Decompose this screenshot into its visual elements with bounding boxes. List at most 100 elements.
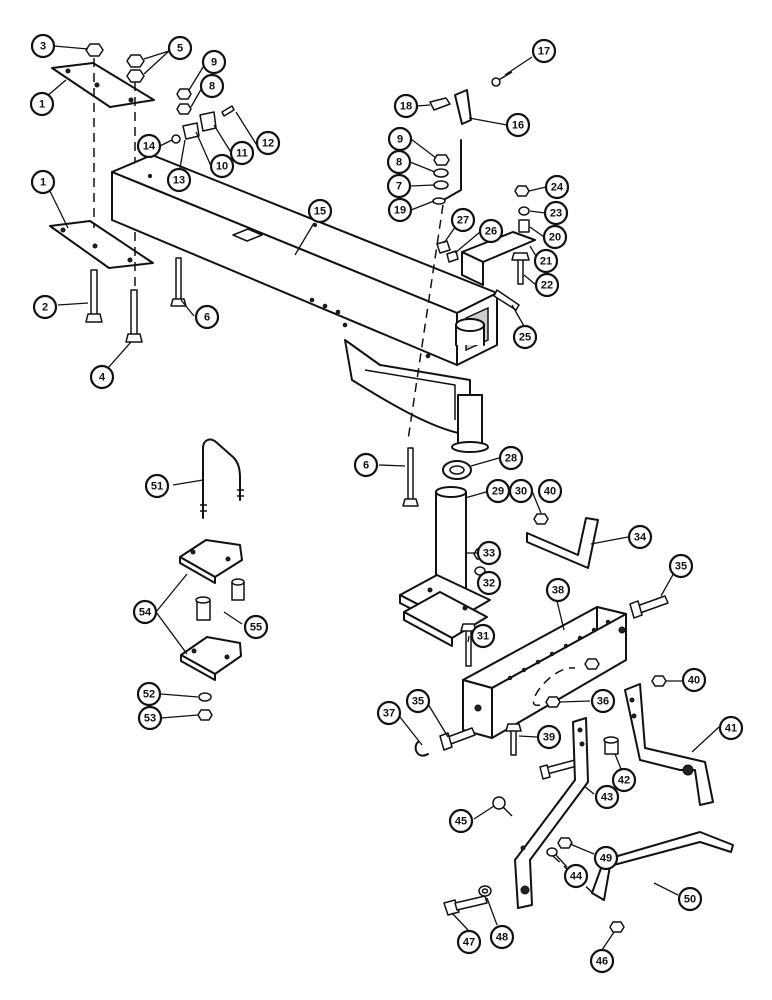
- main-beam-15: [111, 154, 498, 453]
- callout-circle: [508, 478, 534, 504]
- post-29-30: [399, 486, 491, 647]
- callout-label: 26: [485, 226, 497, 238]
- callout-circle: [353, 452, 379, 478]
- callout-circle: [718, 715, 744, 741]
- callout-label: 9: [397, 134, 403, 146]
- pin-35-lower: [439, 727, 476, 751]
- callout-label: 28: [505, 453, 517, 465]
- plate-54-upper: [179, 539, 243, 584]
- callout-8: 8: [199, 73, 225, 99]
- callout-54: 54: [132, 599, 158, 625]
- callout-circle: [199, 73, 225, 99]
- callout-circle: [386, 149, 412, 175]
- callout-34: 34: [627, 524, 653, 550]
- bracket-group: [436, 185, 536, 311]
- callout-circle: [376, 700, 402, 726]
- callout-10: 10: [209, 153, 235, 179]
- callout-label: 20: [549, 232, 561, 244]
- callout-label: 3: [40, 41, 46, 53]
- callout-15: 15: [307, 198, 333, 224]
- callout-circle: [387, 197, 413, 223]
- nuts-44-49: [546, 837, 596, 896]
- nut-40a: [533, 513, 549, 525]
- callout-label: 41: [725, 723, 737, 735]
- callout-28: 28: [498, 445, 524, 471]
- callout-circle: [627, 524, 653, 550]
- u-bolt-51: [200, 438, 244, 519]
- callout-circle: [456, 929, 482, 955]
- callout-label: 39: [543, 732, 555, 744]
- clip-37: [414, 741, 429, 757]
- callout-label: 7: [396, 181, 402, 193]
- callout-circle: [29, 91, 55, 117]
- callout-41: 41: [718, 715, 744, 741]
- callout-label: 52: [143, 689, 155, 701]
- callout-44: 44: [563, 863, 589, 889]
- callout-40: 40: [681, 667, 707, 693]
- callout-circle: [668, 553, 694, 579]
- callout-label: 35: [675, 561, 687, 573]
- callout-circle: [132, 599, 158, 625]
- callout-label: 4: [99, 372, 106, 384]
- callout-label: 1: [39, 99, 45, 111]
- callout-label: 36: [597, 696, 609, 708]
- callout-49: 49: [593, 845, 619, 871]
- callout-label: 44: [570, 871, 583, 883]
- spacers-55: [195, 578, 245, 621]
- callout-53: 53: [137, 705, 163, 731]
- callout-6: 6: [353, 452, 379, 478]
- callout-label: 53: [144, 713, 156, 725]
- callout-45: 45: [448, 808, 474, 834]
- callout-circle: [30, 169, 56, 195]
- callout-33: 33: [476, 540, 502, 566]
- callout-circle: [505, 112, 531, 138]
- washer-48: [478, 885, 492, 897]
- callout-label: 13: [173, 175, 185, 187]
- callout-9: 9: [201, 49, 227, 75]
- callout-circle: [144, 473, 170, 499]
- callout-circle: [681, 667, 707, 693]
- callout-circle: [307, 198, 333, 224]
- callout-31: 31: [470, 623, 496, 649]
- callout-26: 26: [478, 218, 504, 244]
- callout-label: 34: [634, 532, 647, 544]
- bolt-45: [492, 796, 513, 817]
- callout-label: 5: [177, 43, 183, 55]
- callout-20: 20: [542, 224, 568, 250]
- callout-circle: [489, 924, 515, 950]
- clamp-plate-lower: [49, 220, 154, 269]
- callout-label: 43: [601, 792, 613, 804]
- callout-label: 47: [463, 937, 475, 949]
- callout-label: 45: [455, 816, 467, 828]
- callout-25: 25: [512, 324, 538, 350]
- small-hardware-group: [171, 88, 235, 144]
- callout-label: 40: [688, 675, 700, 687]
- callout-label: 23: [550, 208, 562, 220]
- callout-label: 54: [139, 607, 152, 619]
- callout-40: 40: [537, 478, 563, 504]
- callout-label: 8: [396, 157, 402, 169]
- strap-34: [526, 517, 599, 569]
- callout-label: 6: [363, 460, 369, 472]
- callout-label: 25: [519, 332, 531, 344]
- callout-3: 3: [30, 33, 56, 59]
- callout-circle: [166, 167, 192, 193]
- callout-circle: [677, 886, 703, 912]
- nut-36: [532, 658, 600, 708]
- callout-17: 17: [531, 38, 557, 64]
- strap-50: [591, 831, 734, 901]
- callout-29: 29: [485, 478, 511, 504]
- nuts-52-53: [197, 692, 213, 721]
- callout-label: 2: [42, 302, 48, 314]
- callout-32: 32: [476, 570, 502, 596]
- washer-28: [442, 460, 472, 480]
- callout-label: 24: [551, 182, 564, 194]
- callout-circle: [476, 570, 502, 596]
- callout-circle: [542, 224, 568, 250]
- callout-circle: [243, 614, 269, 640]
- nut-40b: [651, 675, 667, 687]
- callout-label: 31: [477, 631, 489, 643]
- bolt-4: [125, 289, 143, 343]
- nuts-5: [126, 54, 145, 83]
